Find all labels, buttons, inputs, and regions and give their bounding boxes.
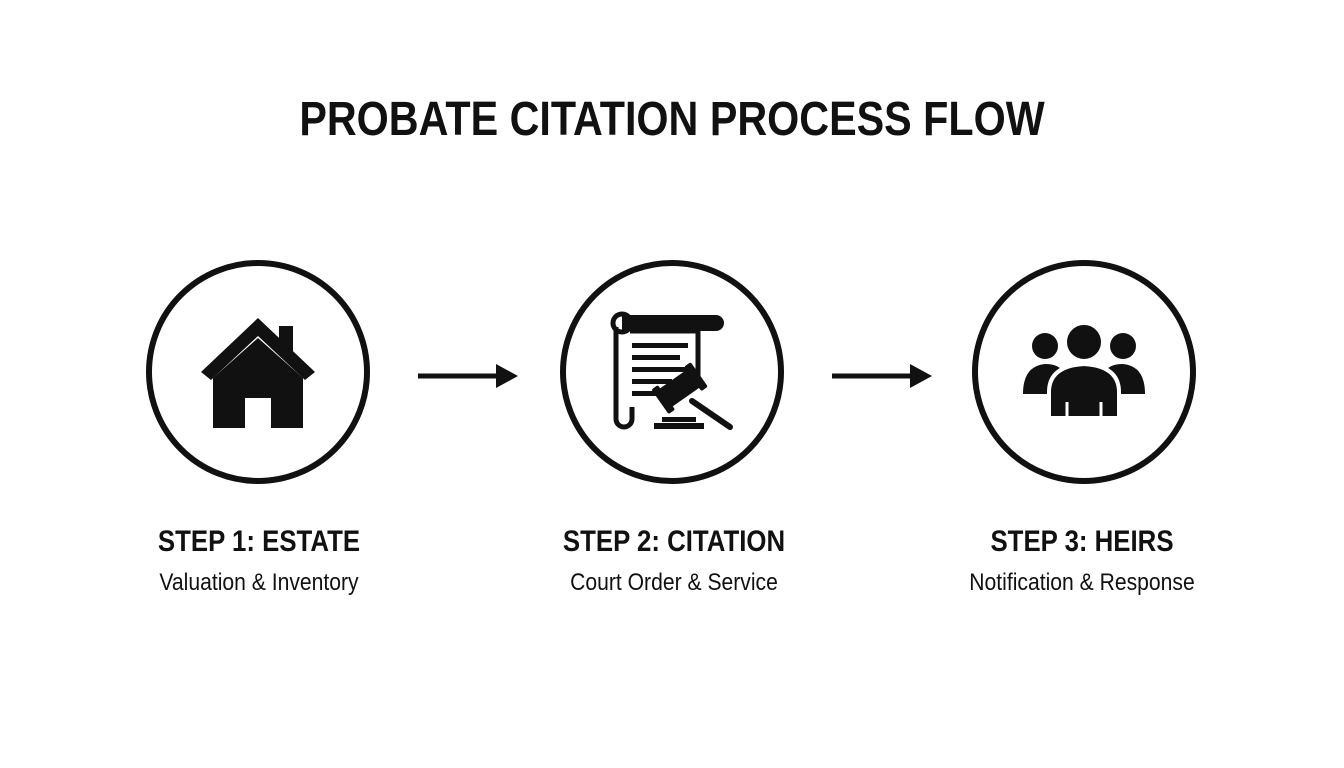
step-1-title: STEP 1: ESTATE (157, 525, 361, 558)
scroll-gavel-icon (610, 311, 733, 430)
arrow-1-icon (418, 364, 518, 388)
step-2-text: STEP 2: CITATION Court Order & Service (514, 524, 834, 598)
step-3-subtitle: Notification & Response (969, 569, 1195, 596)
step-3-text: STEP 3: HEIRS Notification & Response (922, 524, 1242, 598)
house-icon (201, 318, 315, 428)
step-1-text: STEP 1: ESTATE Valuation & Inventory (99, 524, 419, 598)
step-1-subtitle: Valuation & Inventory (159, 569, 359, 596)
step-2-subtitle: Court Order & Service (570, 569, 778, 596)
step-2-title: STEP 2: CITATION (562, 525, 786, 558)
arrow-2-icon (832, 364, 932, 388)
step-2-circle (560, 260, 784, 484)
step-1-circle (146, 260, 370, 484)
step-3-circle (972, 260, 1196, 484)
diagram-title: PROBATE CITATION PROCESS FLOW (299, 93, 1045, 146)
people-group-icon (1023, 322, 1145, 420)
step-3-title: STEP 3: HEIRS (990, 525, 1174, 558)
